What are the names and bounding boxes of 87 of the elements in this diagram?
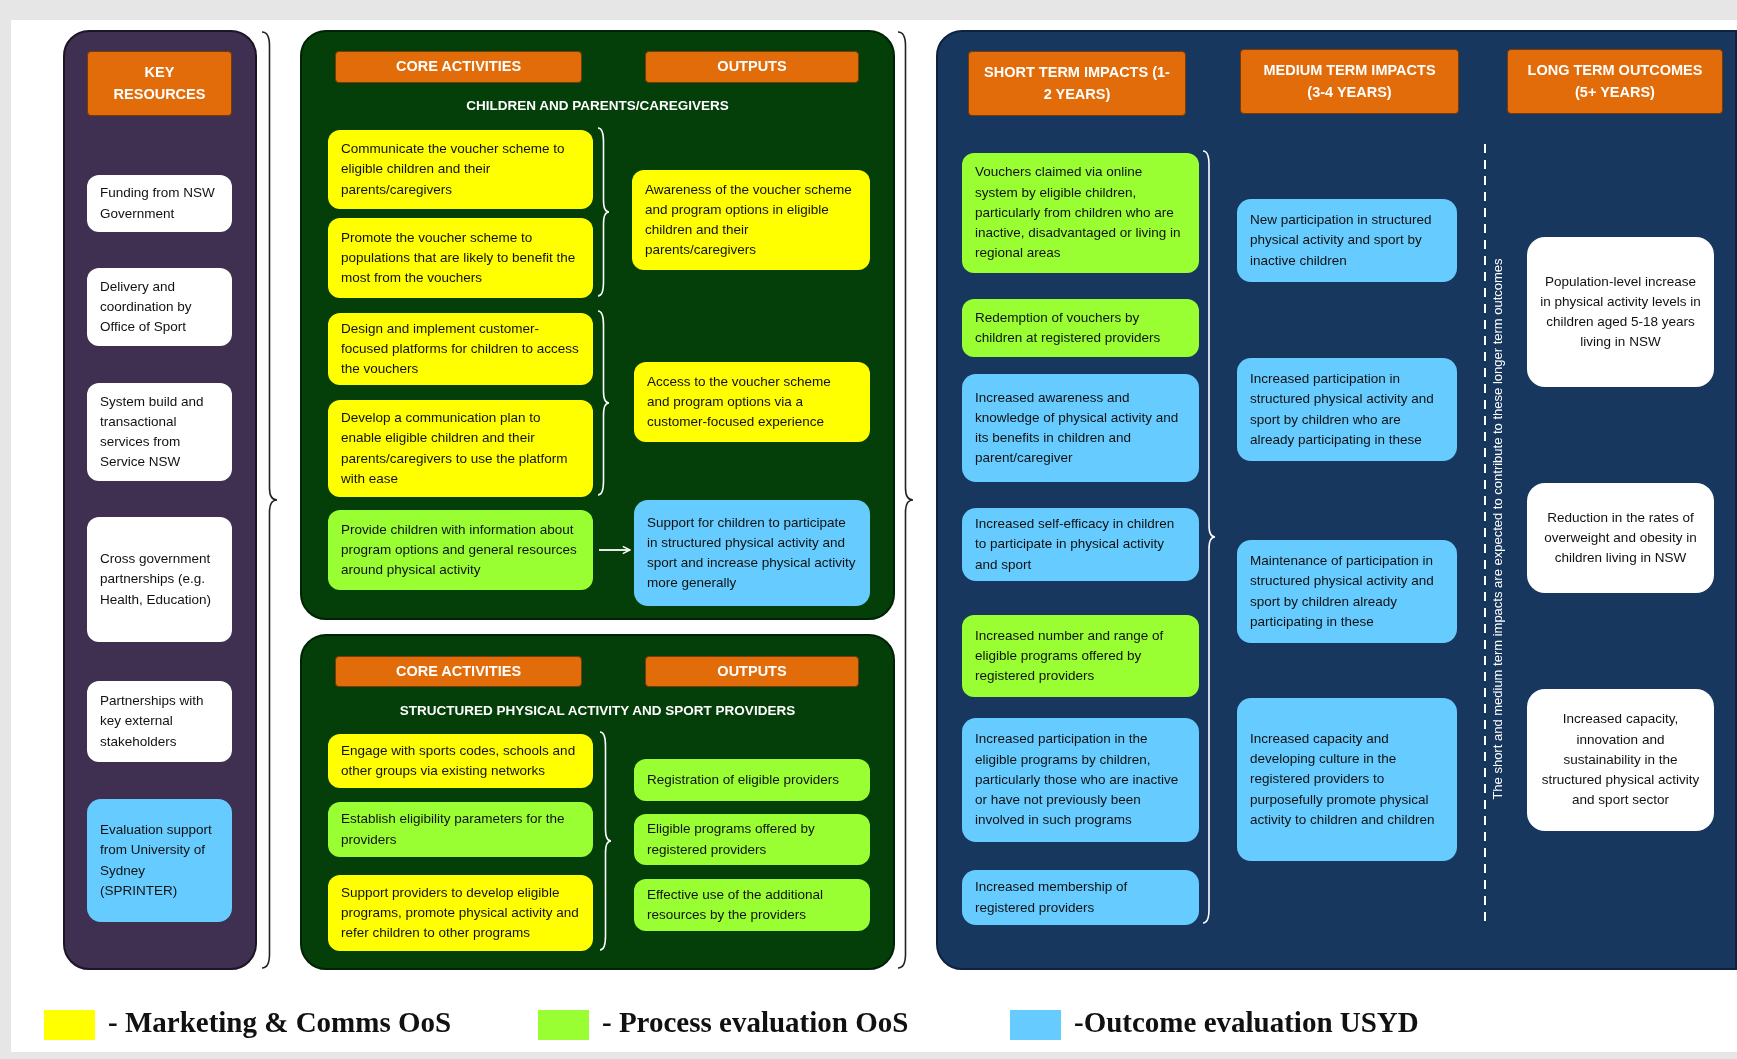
info-card: [87, 681, 232, 762]
card-text: Delivery and coordination by Office of Sport: [100, 277, 193, 337]
card-text: Redemption of vouchers by children at registered providers: [975, 308, 1162, 347]
column-header: CORE ACTIVITIES: [335, 656, 582, 687]
info-card: [962, 615, 1199, 697]
info-card: [634, 879, 870, 931]
card-text: Provide children with information about program options and general resources around physical activity: [341, 520, 578, 580]
info-card: [962, 718, 1199, 842]
card-text: Awareness of the voucher scheme and program options in eligible children and their parents/caregivers: [645, 180, 853, 260]
card-text: Evaluation support from University of Sydney (SPRINTER): [100, 821, 213, 900]
info-card: [328, 130, 593, 209]
activities-panel: [300, 634, 895, 970]
card-text: Communicate the voucher scheme to eligible children and their parents/caregivers: [341, 140, 566, 199]
info-card: [1237, 199, 1457, 282]
resources-panel: [63, 30, 257, 970]
card-text: Increased participation in structured physical activity and sport by children who are already participating in these: [1250, 370, 1435, 449]
info-card: [87, 268, 232, 346]
card-text: Design and implement customer-focused platforms for children to access the vouchers: [341, 319, 580, 379]
card-text: Promote the voucher scheme to populations that are likely to benefit the most from the vouchers: [341, 228, 577, 288]
card-text: Reduction in the rates of overweight and obesity in children living in NSW: [1543, 508, 1698, 568]
info-card: [87, 175, 232, 232]
card-text: Maintenance of participation in structured physical activity and sport by children already participating in these: [1250, 552, 1435, 631]
activities-panel: [300, 30, 895, 620]
card-text: Effective use of the additional resources by the providers: [647, 885, 825, 924]
info-card: [632, 170, 870, 270]
info-card: [634, 500, 870, 606]
card-text: Registration of eligible providers: [647, 770, 840, 789]
info-card: [328, 218, 593, 298]
card-text: Funding from NSW Government: [100, 184, 216, 223]
section-subtitle: CHILDREN AND PARENTS/CAREGIVERS: [465, 98, 730, 113]
card-text: Develop a communication plan to enable eligible children and their parents/caregivers to use the platform with ease: [341, 409, 569, 488]
info-card: [962, 153, 1199, 273]
outcome-card: [1527, 237, 1714, 387]
info-card: [962, 299, 1199, 357]
card-text: Increased awareness and knowledge of physical activity and its benefits in children and parent/caregiver: [975, 388, 1180, 468]
outcome-card: [1527, 689, 1714, 831]
card-text: Increased participation in the eligible programs by children, particularly those who are inactive or have not previously been involved in such programs: [975, 730, 1180, 830]
column-header: CORE ACTIVITIES: [335, 51, 582, 83]
card-text: Population-level increase in physical activity levels in children aged 5-18 years living in NSW: [1540, 272, 1701, 352]
card-text: Support providers to develop eligible programs, promote physical activity and refer children to other programs: [341, 883, 580, 943]
info-card: [328, 875, 593, 951]
card-text: System build and transactional services from Service NSW: [100, 392, 205, 472]
info-card: [87, 517, 232, 642]
card-text: Support for children to participate in structured physical activity and sport and increase physical activity more generally: [647, 513, 857, 593]
info-card: [328, 510, 593, 590]
card-text: Access to the voucher scheme and program options via a customer-focused experience: [647, 372, 832, 432]
card-text: Increased capacity and developing culture in the registered providers to purposefully promote physical activity to children and children: [1250, 729, 1436, 829]
info-card: [634, 814, 870, 865]
card-text: Increased number and range of eligible programs offered by registered providers: [975, 626, 1165, 686]
section-subtitle: STRUCTURED PHYSICAL ACTIVITY AND SPORT PROVIDERS: [398, 703, 797, 718]
info-card: [1237, 698, 1457, 861]
arrow: [598, 545, 631, 555]
info-card: [634, 759, 870, 801]
outcome-card: [1527, 483, 1714, 593]
legend-label: - Marketing & Comms OoS: [108, 1006, 452, 1039]
info-card: [87, 799, 232, 922]
info-card: [328, 802, 593, 857]
info-card: [1237, 540, 1457, 643]
column-header: SHORT TERM IMPACTS (1-2 YEARS): [968, 51, 1186, 116]
info-card: [962, 508, 1199, 581]
info-card: [328, 313, 593, 385]
info-card: [328, 400, 593, 497]
card-text: Engage with sports codes, schools and other groups via existing networks: [341, 741, 577, 780]
info-card: [962, 870, 1199, 925]
info-card: [328, 734, 593, 788]
card-text: Increased self-efficacy in children to participate in physical activity and sport: [975, 515, 1176, 574]
card-text: Increased capacity, innovation and sustainability in the structured physical activity and sport sector: [1540, 710, 1701, 810]
card-text: Establish eligibility parameters for the providers: [341, 810, 566, 849]
card-text: Eligible programs offered by registered providers: [647, 820, 816, 859]
impacts-panel: [936, 30, 1737, 970]
card-text: New participation in structured physical activity and sport by inactive children: [1250, 211, 1433, 270]
column-header: LONG TERM OUTCOMES (5+ YEARS): [1507, 49, 1723, 114]
info-card: [634, 362, 870, 442]
info-card: [87, 383, 232, 481]
column-header: OUTPUTS: [645, 656, 859, 687]
column-header: OUTPUTS: [645, 51, 859, 83]
card-text: Increased membership of registered providers: [975, 878, 1129, 917]
column-header: KEY RESOURCES: [87, 51, 232, 116]
column-header: MEDIUM TERM IMPACTS (3-4 YEARS): [1240, 49, 1459, 114]
info-card: [1237, 358, 1457, 461]
legend-label: -Outcome evaluation USYD: [1074, 1006, 1419, 1039]
card-text: Partnerships with key external stakeholders: [100, 692, 205, 751]
card-text: Cross government partnerships (e.g. Health, Education): [100, 550, 213, 609]
info-card: [962, 374, 1199, 482]
card-text: Vouchers claimed via online system by eligible children, particularly from children who are inactive, disadvantaged or living in regional areas: [975, 163, 1182, 263]
legend-label: - Process evaluation OoS: [602, 1006, 909, 1039]
vertical-note: The short and medium term impacts are expected to contribute to these longer term outcomes: [1490, 257, 1506, 802]
